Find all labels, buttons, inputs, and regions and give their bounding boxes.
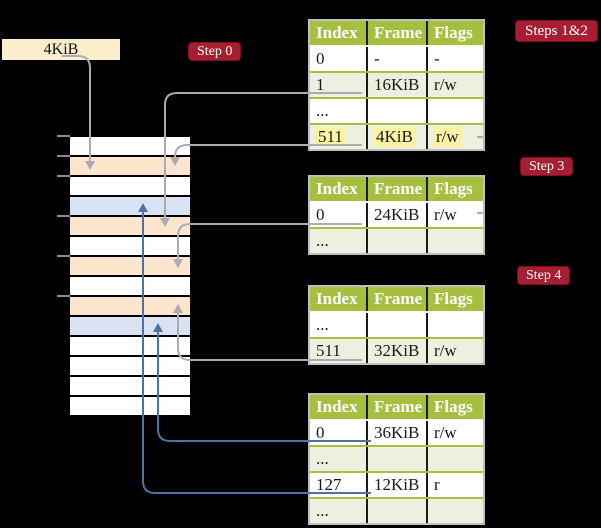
table-cell: r/w	[426, 421, 483, 445]
table-header-cell: Flags	[426, 287, 483, 311]
table-cell: 4KiB	[366, 125, 426, 149]
table-header-cell: Frame	[366, 395, 426, 419]
memory-tick	[57, 295, 70, 297]
memory-frame-row-5	[70, 237, 190, 255]
table-cell: ...	[316, 501, 329, 520]
memory-tick	[57, 255, 70, 257]
table-header-cell: Frame	[366, 287, 426, 311]
highlighted-value: 511	[316, 127, 346, 147]
table-row: ...	[310, 227, 483, 253]
table-cell: r	[426, 473, 483, 497]
table-cell: 0	[316, 49, 325, 68]
table-cell: r/w	[426, 125, 483, 149]
table-header-cell: Index	[316, 289, 358, 308]
table-cell	[366, 229, 426, 253]
table-cell: -	[426, 47, 483, 71]
table-cell: -	[366, 47, 426, 71]
table-cell: 24KiB	[366, 203, 426, 227]
memory-frame-row-6	[70, 257, 190, 275]
memory-frame-row-11	[70, 357, 190, 375]
memory-frame-row-4	[70, 217, 190, 235]
table-cell: 32KiB	[366, 339, 426, 363]
table-header-cell: Frame	[366, 21, 426, 45]
memory-frame-row-10	[70, 337, 190, 355]
table-cell	[426, 447, 483, 471]
table-header-cell: Frame	[366, 177, 426, 201]
memory-frame-row-12	[70, 377, 190, 395]
highlighted-value: r/w	[434, 127, 462, 147]
table-cell: ...	[316, 449, 329, 468]
table-header-cell: Index	[316, 179, 358, 198]
badge-step-4: Step 4	[517, 266, 571, 285]
table-cell	[366, 313, 426, 337]
table-cell: 12KiB	[366, 473, 426, 497]
table-row: 511 4KiB r/w	[310, 123, 483, 149]
table-cell	[366, 499, 426, 523]
table-row: 0 --	[310, 47, 483, 71]
table-cell	[426, 229, 483, 253]
root-table-pointer-box: 4KiB	[2, 39, 120, 60]
memory-frame-row-2	[70, 177, 190, 195]
table-cell	[426, 313, 483, 337]
highlighted-value: 4KiB	[374, 127, 416, 147]
table-cell: ...	[316, 101, 329, 120]
memory-frame-row-9	[70, 317, 190, 335]
table-header-cell: Index	[316, 397, 358, 416]
memory-tick	[57, 175, 70, 177]
table-cell: 0	[316, 205, 325, 224]
table-cell	[366, 99, 426, 123]
memory-frame-row-0	[70, 137, 190, 155]
table-cell	[426, 499, 483, 523]
badge-step-3: Step 3	[520, 157, 574, 176]
memory-frame-row-8	[70, 297, 190, 315]
table-header-cell: Flags	[426, 177, 483, 201]
badge-steps-1-2: Steps 1&2	[515, 20, 598, 42]
table-cell: 16KiB	[366, 73, 426, 97]
table-cell: r/w	[426, 339, 483, 363]
memory-tick	[57, 135, 70, 137]
memory-frame-row-1	[70, 157, 190, 175]
table-cell: r/w	[426, 73, 483, 97]
table-cell: 1	[316, 75, 325, 94]
table-cell: 36KiB	[366, 421, 426, 445]
table-cell: 511	[316, 341, 341, 360]
table-cell: r/w	[426, 203, 483, 227]
table-cell: ...	[316, 315, 329, 334]
table-cell: 511	[310, 125, 366, 149]
table-row: ...	[310, 497, 483, 523]
memory-frame-row-7	[70, 277, 190, 295]
table-cell	[366, 447, 426, 471]
table-cell: 0	[316, 423, 325, 442]
table-header-cell: Flags	[426, 395, 483, 419]
memory-tick	[57, 155, 70, 157]
table-cell: ...	[316, 231, 329, 250]
table-cell: 127	[316, 475, 342, 494]
table-row: ...	[310, 97, 483, 123]
physical-memory-column	[70, 137, 190, 415]
badge-step-0: Step 0	[188, 42, 242, 61]
table-header-cell: Flags	[426, 21, 483, 45]
memory-frame-row-13	[70, 397, 190, 415]
table-row: ...	[310, 445, 483, 471]
table-header-cell: Index	[316, 23, 358, 42]
table-cell	[426, 99, 483, 123]
memory-tick	[57, 215, 70, 217]
memory-frame-row-3	[70, 197, 190, 215]
table-row: ...	[310, 313, 483, 337]
